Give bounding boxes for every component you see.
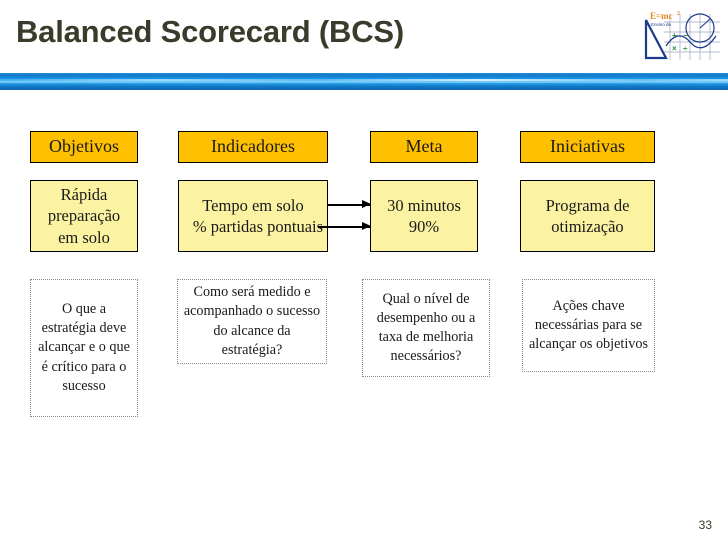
page-number: 33 [698, 518, 712, 532]
esmic-math-logo: E=mc 2 Ensino de + − × ÷ [636, 6, 722, 64]
svg-text:+: + [672, 31, 677, 40]
header-box-meta[interactable]: Meta [370, 131, 478, 163]
note-text: Como será medido e acompanhado o sucesso… [183, 284, 321, 358]
svg-text:E=mc: E=mc [650, 11, 673, 21]
note-box-meta: Qual o nível de desempenho ou a taxa de … [362, 279, 490, 377]
value-line: preparação [47, 206, 121, 226]
slide-header: Balanced Scorecard (BCS) E= [0, 0, 728, 96]
page-title: Balanced Scorecard (BCS) [16, 14, 404, 49]
header-label-objetivos: Objetivos [49, 136, 119, 157]
arrow-indicador-meta-bottom [318, 222, 371, 231]
header-box-objetivos[interactable]: Objetivos [30, 131, 138, 163]
svg-text:−: − [683, 31, 688, 40]
value-line: Tempo em solo [202, 195, 304, 215]
value-box-meta[interactable]: 30 minutos 90% [370, 180, 478, 252]
note-box-objetivos: O que a estratégia deve alcançar e o que… [30, 279, 138, 417]
value-box-objetivos[interactable]: Rápida preparação em solo [30, 180, 138, 252]
svg-text:2: 2 [677, 11, 680, 17]
note-text: Qual o nível de desempenho ou a taxa de … [376, 290, 476, 365]
header-box-iniciativas[interactable]: Iniciativas [520, 131, 655, 163]
value-line: 30 minutos [387, 195, 461, 215]
header-label-indicadores: Indicadores [211, 136, 295, 157]
value-line: 90% [408, 217, 440, 236]
svg-text:Ensino de: Ensino de [651, 22, 672, 27]
value-line: Rápida [60, 185, 108, 205]
arrow-indicador-meta-top [328, 200, 371, 209]
svg-text:÷: ÷ [683, 44, 688, 53]
value-line: Programa de [545, 195, 630, 215]
value-box-indicadores[interactable]: Tempo em solo % partidas pontuais [178, 180, 328, 252]
header-label-iniciativas: Iniciativas [550, 136, 625, 157]
header-label-meta: Meta [405, 136, 443, 157]
value-line: % partidas pontuais [192, 217, 324, 236]
note-box-iniciativas: Ações chave necessárias para se alcançar… [522, 279, 655, 372]
note-text: O que a estratégia deve alcançar e o que… [38, 301, 130, 394]
value-line: otimização [551, 217, 624, 236]
note-text: Ações chave necessárias para se alcançar… [529, 297, 648, 353]
value-box-iniciativas[interactable]: Programa de otimização [520, 180, 655, 252]
header-box-indicadores[interactable]: Indicadores [178, 131, 328, 163]
svg-text:×: × [672, 44, 677, 53]
note-box-indicadores: Como será medido e acompanhado o sucesso… [177, 279, 327, 364]
value-line: em solo [58, 227, 110, 247]
title-divider-bar [0, 73, 728, 90]
